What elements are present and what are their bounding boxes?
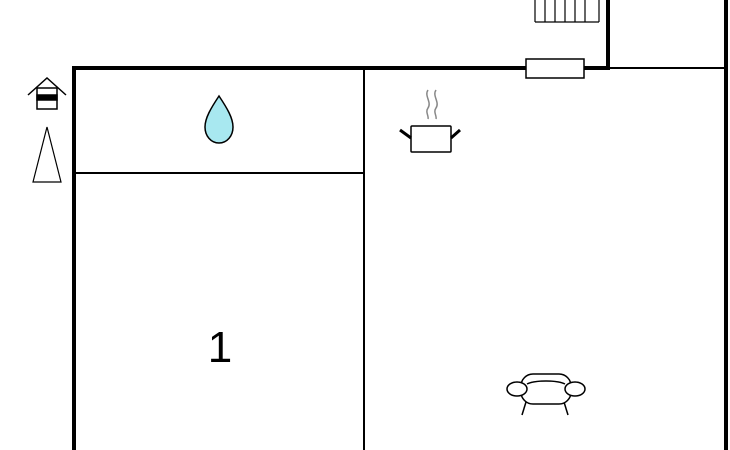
window-icon: [525, 58, 585, 79]
north-arrow-icon: [32, 126, 62, 183]
room-label: 1: [208, 323, 232, 372]
armchair-icon: [506, 373, 586, 416]
radiator-icon: [534, 0, 600, 23]
entrance-house-icon: [27, 76, 67, 110]
cooking-pot-icon: [399, 89, 461, 153]
walls: [72, 0, 728, 450]
water-drop-icon: [204, 94, 234, 144]
